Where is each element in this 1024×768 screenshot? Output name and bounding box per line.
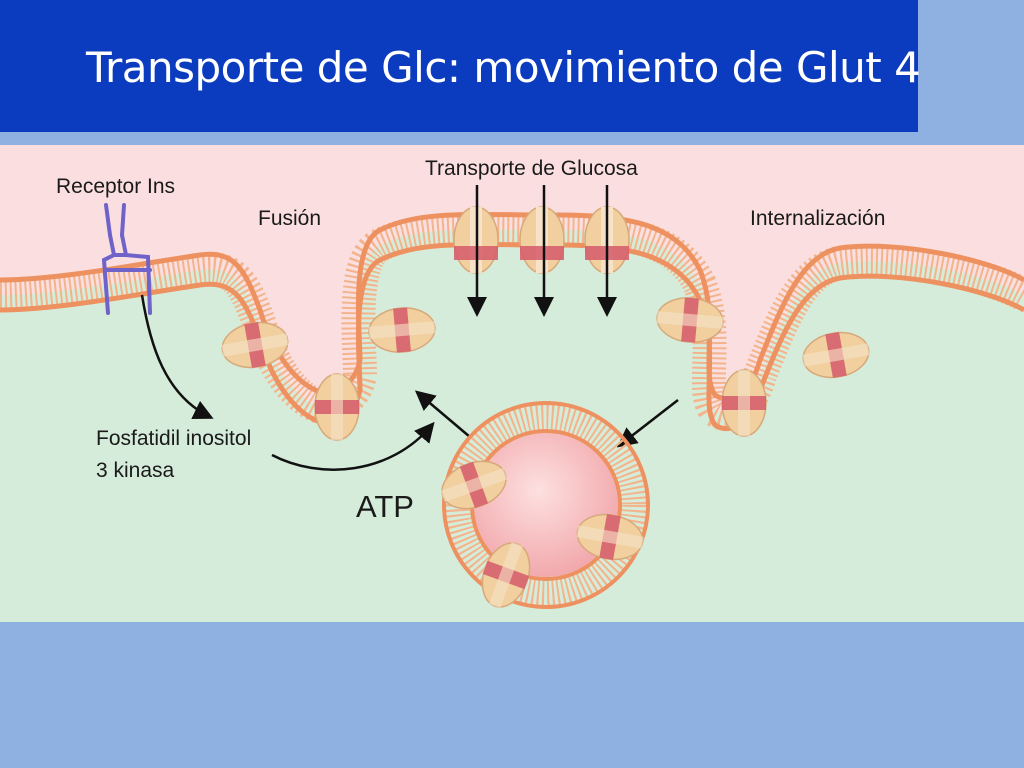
glut4-transporter [481,541,531,609]
pi3k-to-fusion-arrow [271,421,435,471]
glut4-transporter [656,297,724,343]
internalization-to-vesicle-arrow [616,399,679,448]
glut4-diagram: Receptor Ins Fusión Transporte de Glucos… [0,145,1024,622]
glut4-transporter [802,331,870,379]
glut4-transporter [221,321,289,369]
glut4-transporter [368,307,436,353]
fusion-label: Fusión [258,207,321,230]
insulin-receptor [101,203,152,315]
glut4-transporters-pits [221,297,870,441]
glut4-transporters-surface [453,206,630,274]
glut4-transporter [721,369,767,437]
pi3k-label-line1: Fosfatidil inositol [96,427,251,450]
vesicle-to-fusion-arrow [414,390,471,438]
pi3k-label-line2: 3 kinasa [96,459,175,482]
slide-title: Transporte de Glc: movimiento de Glut 4 [86,43,921,92]
glut4-transporter [440,460,508,510]
title-bar: Transporte de Glc: movimiento de Glut 4 [0,0,921,132]
pathway-arrows [140,294,679,471]
glucose-transport-arrows [467,185,617,317]
glut4-vesicle [440,401,650,609]
atp-label: ATP [356,489,414,524]
glucose-transport-label: Transporte de Glucosa [425,157,638,180]
receptor-label: Receptor Ins [56,175,175,198]
internalization-label: Internalización [750,207,885,230]
glut4-transporter [519,206,565,274]
glut4-transporter [314,373,360,441]
glut4-transporter [576,513,644,561]
receptor-to-pi3k-arrow [140,294,214,419]
